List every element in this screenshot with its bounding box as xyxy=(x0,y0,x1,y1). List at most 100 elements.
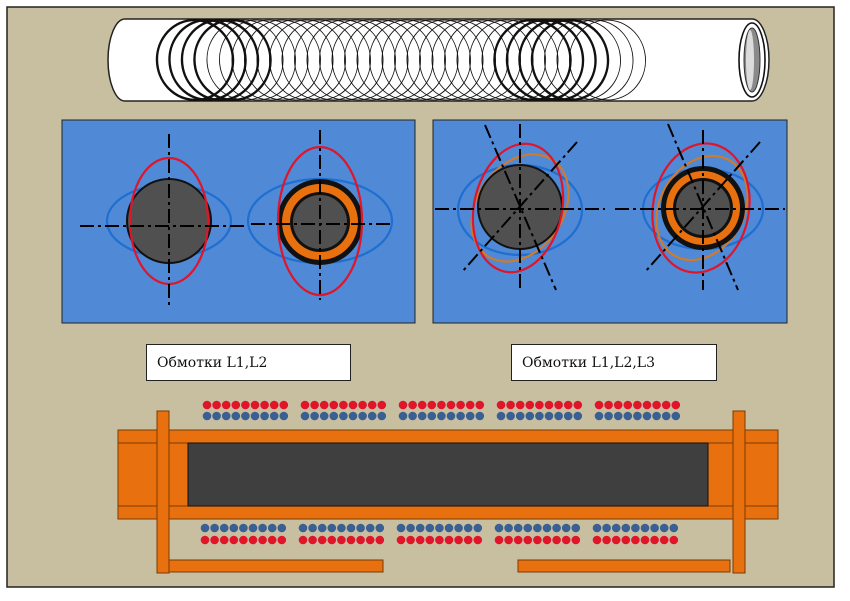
winding-dot xyxy=(533,523,542,533)
winding-dot xyxy=(229,523,239,533)
winding-dot xyxy=(396,523,406,533)
winding-dot xyxy=(494,523,504,533)
winding-dot xyxy=(367,400,377,410)
winding-dot xyxy=(454,535,463,545)
winding-dot xyxy=(475,400,485,410)
winding-dot xyxy=(465,400,475,410)
winding-dot xyxy=(329,411,339,421)
helix-loop xyxy=(469,19,546,101)
winding-dot xyxy=(248,535,258,545)
winding-dot xyxy=(594,411,604,421)
winding-dot xyxy=(408,400,417,410)
winding-dot xyxy=(659,523,669,533)
winding-dot xyxy=(396,535,406,545)
winding-dot xyxy=(513,535,523,545)
winding-dot xyxy=(623,411,633,421)
helix-loop xyxy=(256,19,334,101)
helix-loop xyxy=(530,18,610,102)
winding-dot xyxy=(200,535,210,545)
winding-dot xyxy=(456,411,465,421)
winding-dot xyxy=(571,523,581,533)
helix-loop xyxy=(231,19,309,101)
winding-dot xyxy=(602,523,611,533)
helix-loop xyxy=(344,19,421,101)
winding-dot xyxy=(269,400,279,410)
winding-dot xyxy=(446,400,456,410)
helix-loop xyxy=(219,19,296,101)
winding-dot xyxy=(542,535,552,545)
winding-dot xyxy=(277,523,287,533)
helix-loop xyxy=(569,19,646,101)
winding-dot xyxy=(300,411,310,421)
winding-dot xyxy=(317,523,327,533)
winding-dot xyxy=(319,411,329,421)
winding-dot xyxy=(317,535,327,545)
winding-dot xyxy=(661,411,671,421)
winding-dot xyxy=(465,411,475,421)
winding-dot xyxy=(535,400,544,410)
winding-dot xyxy=(542,523,552,533)
helix-loop xyxy=(556,19,634,101)
winding-dot xyxy=(346,523,356,533)
winding-dot xyxy=(611,535,621,545)
helix-loop xyxy=(244,19,321,101)
helix-loop xyxy=(319,19,396,101)
winding-dot xyxy=(298,523,308,533)
winding-dot xyxy=(415,523,425,533)
helix-loop xyxy=(269,19,346,101)
winding-dot xyxy=(515,400,525,410)
winding-dot xyxy=(473,535,483,545)
winding-dot xyxy=(279,400,289,410)
winding-dot xyxy=(671,400,681,410)
winding-dot xyxy=(327,535,337,545)
winding-dot xyxy=(544,411,554,421)
winding-dot xyxy=(210,535,219,545)
winding-dot xyxy=(202,411,212,421)
winding-dot xyxy=(475,411,485,421)
winding-dot xyxy=(358,400,367,410)
winding-dot xyxy=(473,523,483,533)
winding-dot xyxy=(269,411,279,421)
winding-dot xyxy=(202,400,212,410)
winding-dot xyxy=(552,535,561,545)
winding-dot xyxy=(437,400,446,410)
winding-dot xyxy=(319,400,329,410)
winding-dot xyxy=(669,535,679,545)
winding-dot xyxy=(523,523,533,533)
winding-dot xyxy=(348,411,358,421)
winding-dot xyxy=(652,400,661,410)
winding-dot xyxy=(659,535,669,545)
winding-dot xyxy=(506,411,515,421)
winding-dot xyxy=(415,535,425,545)
winding-dot xyxy=(398,400,408,410)
winding-dot xyxy=(611,523,621,533)
winding-dot xyxy=(367,411,377,421)
winding-dot xyxy=(248,523,258,533)
winding-dot xyxy=(327,523,337,533)
winding-dot xyxy=(356,535,365,545)
winding-dot xyxy=(300,400,310,410)
winding-dot xyxy=(425,535,435,545)
winding-dot xyxy=(348,400,358,410)
winding-dot xyxy=(563,411,573,421)
winding-dot xyxy=(652,411,661,421)
winding-dot xyxy=(375,523,385,533)
helix-loop xyxy=(406,19,484,101)
winding-dot xyxy=(346,535,356,545)
winding-dot xyxy=(446,411,456,421)
winding-dot xyxy=(671,411,681,421)
winding-dot xyxy=(212,411,221,421)
winding-dot xyxy=(258,523,267,533)
winding-dot xyxy=(515,411,525,421)
winding-dot xyxy=(504,523,513,533)
winding-dot xyxy=(277,535,287,545)
winding-dot xyxy=(267,523,277,533)
helical-coil-tube-icon xyxy=(107,18,770,102)
winding-dot xyxy=(267,535,277,545)
winding-dot xyxy=(377,411,387,421)
helix-loop xyxy=(193,18,272,102)
winding-dot xyxy=(535,411,544,421)
helix-loop xyxy=(394,19,471,101)
winding-dot xyxy=(241,411,250,421)
